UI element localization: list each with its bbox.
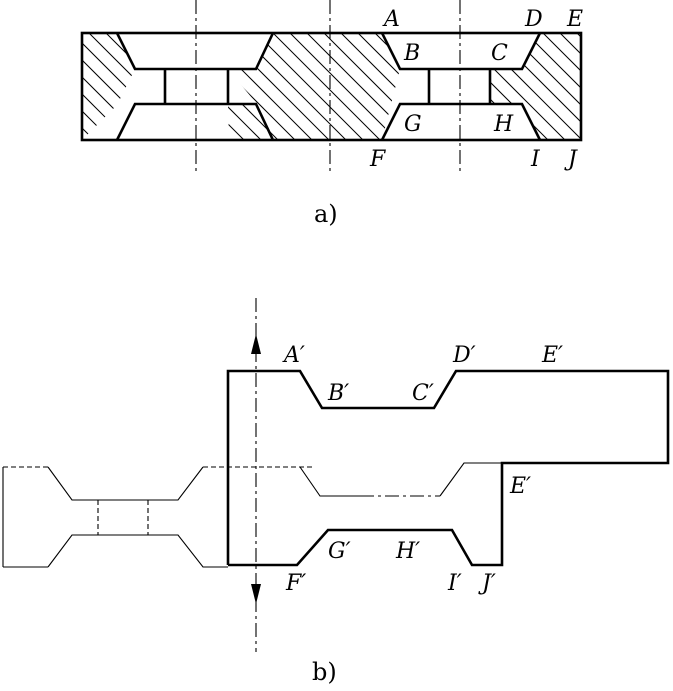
hatch-line — [340, 33, 400, 140]
hatch-line — [323, 33, 400, 140]
figure-a: A D E B C G H F I J a) — [0, 0, 673, 228]
label-g-prime: G′ — [328, 539, 351, 564]
label-a: A — [382, 7, 400, 32]
right-cavity-bottom — [380, 102, 542, 141]
label-f-prime: F′ — [285, 571, 306, 596]
hatch-line — [306, 33, 400, 140]
hatch-line — [82, 33, 135, 140]
hatch-line — [0, 33, 77, 140]
label-b: B — [403, 41, 420, 66]
hatch-line — [357, 33, 400, 140]
left-cavity-bottom — [115, 102, 275, 141]
label-h: H — [493, 112, 514, 137]
hatch-line — [0, 33, 60, 140]
hatch-line — [576, 33, 581, 140]
hatch-line — [122, 33, 135, 140]
hatch-line — [508, 33, 581, 140]
hatch-line — [490, 33, 532, 140]
label-e: E — [566, 7, 583, 32]
hatch-line — [645, 33, 673, 140]
hatch-line — [82, 33, 135, 140]
hatch-line — [662, 33, 673, 140]
hatch-line — [272, 33, 381, 140]
label-f: F — [369, 147, 386, 172]
caption-b: b) — [312, 658, 337, 686]
hatch-line — [542, 33, 581, 140]
hatch-line — [511, 33, 618, 140]
caption-a: a) — [314, 200, 338, 228]
label-i-prime: I′ — [447, 571, 462, 596]
label-e-prime-top: E′ — [541, 343, 563, 368]
arrow-up-icon — [251, 334, 261, 354]
hatch-line — [525, 33, 581, 140]
label-j-prime: J′ — [478, 571, 496, 596]
hatch-line — [82, 33, 129, 140]
hatch-line — [120, 33, 227, 140]
label-h-prime: H′ — [395, 539, 420, 564]
hatch-line — [228, 33, 330, 140]
label-a-prime: A′ — [282, 343, 305, 368]
hatch-line — [103, 33, 210, 140]
arrow-down-icon — [251, 584, 261, 604]
hatch-line — [490, 33, 566, 140]
hatch-line — [611, 33, 673, 140]
hatch-line — [255, 33, 364, 140]
label-c: C — [491, 41, 508, 66]
hatch-line — [88, 33, 135, 140]
hatch-line — [228, 33, 296, 140]
hatch-line — [82, 33, 112, 140]
hatch-line — [228, 33, 262, 140]
hatch-region-left — [0, 33, 264, 140]
label-i: I — [530, 147, 541, 172]
hatch-line — [594, 33, 673, 140]
hatch-line — [228, 33, 279, 140]
label-j: J — [564, 147, 578, 172]
hatch-region-middle — [103, 33, 618, 140]
hatch-line — [82, 33, 95, 140]
label-e-prime-side: E′ — [509, 474, 531, 499]
hatch-line — [157, 33, 264, 140]
hatch-line — [426, 33, 533, 140]
hatch-line — [140, 33, 247, 140]
figure-b: A′ B′ C′ D′ E′ E′ G′ H′ F′ I′ J′ b) — [2, 298, 670, 686]
label-d: D — [524, 7, 543, 32]
hatch-line — [82, 33, 135, 140]
label-d-prime: D′ — [452, 343, 476, 368]
label-b-prime: B′ — [327, 381, 349, 406]
hatch-line — [105, 33, 135, 140]
hatch-line — [228, 33, 313, 140]
hatch-line — [289, 33, 398, 140]
reference-profile — [2, 462, 502, 568]
label-c-prime: C′ — [412, 381, 434, 406]
left-cavity-top — [115, 32, 275, 71]
label-g: G — [404, 112, 422, 137]
hatch-line — [628, 33, 673, 140]
hatch-line — [460, 33, 567, 140]
workpiece-outline — [80, 31, 583, 142]
right-cavity-top — [380, 32, 542, 71]
main-outline-top — [226, 369, 670, 567]
hatch-line — [559, 33, 581, 140]
